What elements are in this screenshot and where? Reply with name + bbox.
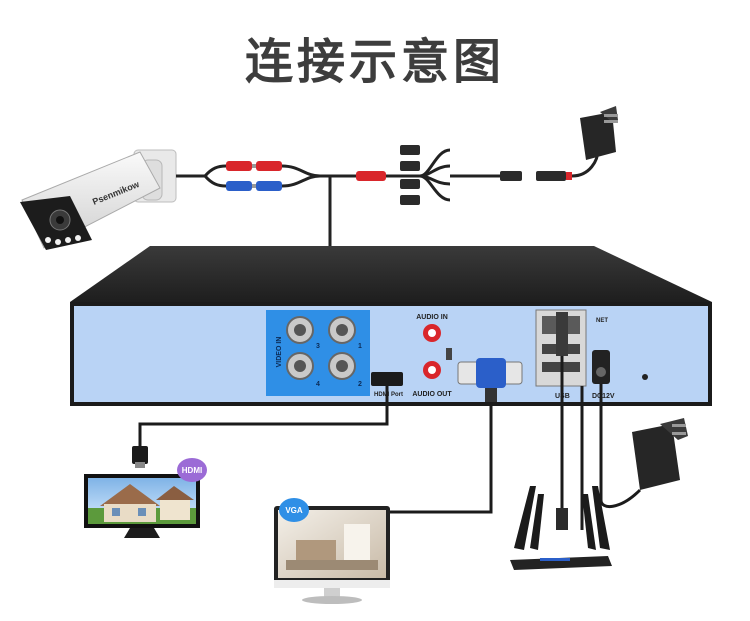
tv-stand [124,528,160,538]
audio-out-label: AUDIO OUT [412,391,452,398]
vga-plug [476,358,506,388]
vga-badge [279,498,309,522]
hdmi-plug [132,446,148,464]
hdmi-badge [177,458,207,482]
hdmi-cable [138,386,389,448]
vga-monitor: VGA [274,498,390,604]
bnc-port-2 [328,352,356,380]
dc-label: DC12V [592,393,615,400]
channel-1-label: 1 [358,343,362,350]
hdmi-port [371,372,403,386]
power-adapter-bottom [632,418,688,490]
monitor-stand [302,596,362,604]
camera-pigtail [176,161,386,292]
network-plug [556,312,568,356]
hdmi-badge-label: HDMI [182,466,202,475]
audio-out-port [423,361,441,379]
bnc-port-4 [286,352,314,380]
vga-badge-label: VGA [285,506,303,515]
bnc-port-1 [328,316,356,344]
video-in-label: VIDEO IN [276,337,283,368]
bnc-port-3 [286,316,314,344]
power-splitter [386,145,600,205]
rj45-plug [556,508,568,530]
audio-in-label: AUDIO IN [416,314,448,321]
power-adapter-top [580,106,618,160]
channel-2-label: 2 [358,381,362,388]
wifi-router [510,486,612,570]
audio-plug [446,348,452,360]
bullet-camera: Psenmikow [20,149,177,250]
output-cables [132,356,642,530]
dvr-back-panel [74,306,708,402]
camera-ir-leds [45,235,81,245]
router-body [510,556,612,570]
channel-4-label: 4 [316,381,320,388]
monitor-chin [274,580,390,588]
hdmi-tv: HDMI [84,458,207,538]
page-title: 连接示意图 [244,34,505,90]
dvr-top [70,246,712,302]
audio-in-port [423,324,441,342]
vga-cable [390,402,493,514]
dc-cable [599,384,642,509]
net-label: NET [596,318,608,324]
power-connector-red [226,161,252,171]
ground-screw [642,374,648,380]
bnc-connector-blue [226,181,252,191]
dvr-recorder: VIDEO IN 3 1 4 2 AUDIO IN [70,246,712,406]
channel-3-label: 3 [316,343,320,350]
